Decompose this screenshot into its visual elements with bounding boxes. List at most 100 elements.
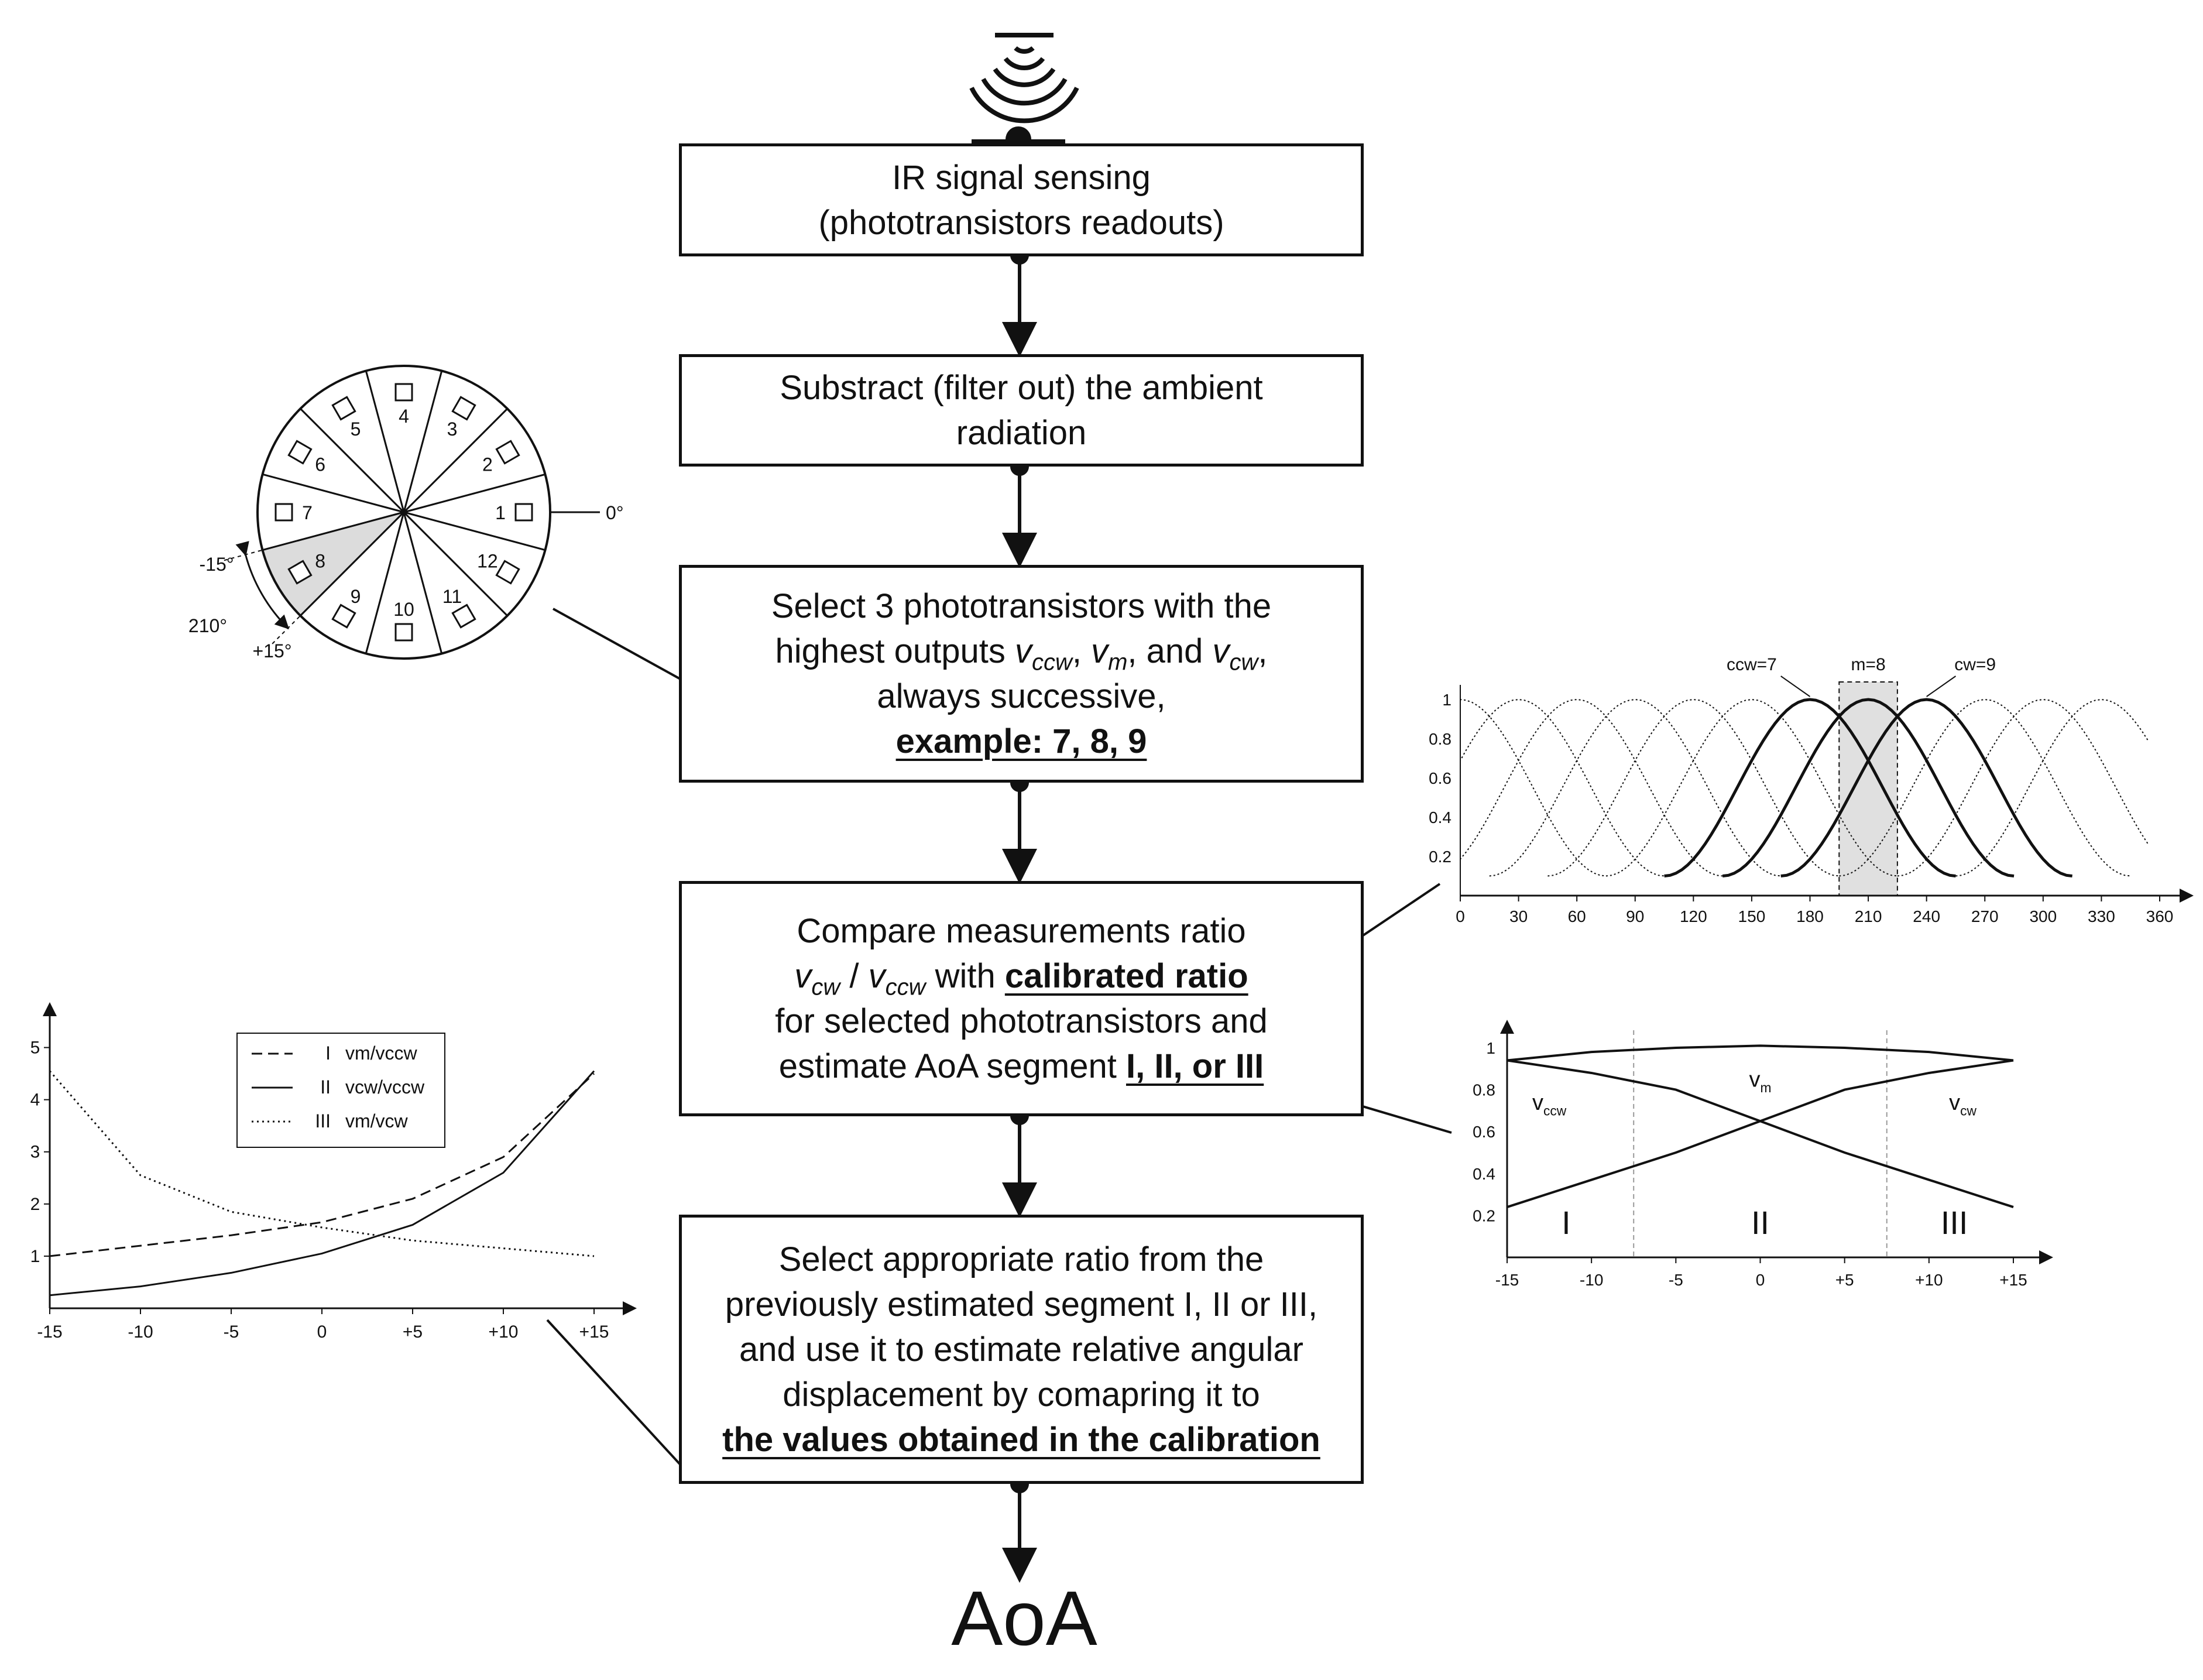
ccw-pointer	[1780, 676, 1811, 697]
step-select-phototransistors: Select 3 phototransistors with the highe…	[679, 565, 1364, 783]
phototransistor-icon	[331, 604, 356, 629]
y-tick-label: 0.6	[1473, 1123, 1495, 1141]
phototransistor-icon	[287, 560, 313, 585]
legend-box	[236, 1033, 445, 1148]
response-curve-150	[1605, 698, 1897, 877]
y-tick-label: 1	[30, 1247, 40, 1266]
x-tick-label: +10	[489, 1322, 519, 1342]
phototransistor-icon	[394, 623, 413, 642]
step-estimate-line1: Select appropriate ratio from the	[778, 1240, 1264, 1278]
y-tick-label: 0.8	[1429, 730, 1451, 748]
x-tick-label: -5	[224, 1322, 239, 1342]
sector-label-11: 11	[442, 586, 462, 607]
step-select-line1: Select 3 phototransistors with the	[771, 587, 1272, 625]
x-tick-label: 30	[1509, 907, 1528, 925]
y-tick-label: 1	[1486, 1039, 1495, 1057]
x-tick-label: 270	[1971, 907, 1999, 925]
legend-series-label: vcw/vccw	[345, 1076, 425, 1098]
x-tick-label: -15	[1495, 1271, 1519, 1289]
step-select-example: example: 7, 8, 9	[895, 722, 1147, 760]
x-tick-label: +10	[1915, 1271, 1943, 1289]
x-tick-label: +15	[579, 1322, 609, 1342]
phototransistor-icon	[331, 396, 356, 421]
sector-label-7: 7	[302, 502, 313, 523]
x-tick-label: +15	[1999, 1271, 2027, 1289]
x-tick-label: +5	[403, 1322, 423, 1342]
sector-label-8: 8	[315, 551, 325, 572]
y-tick-label: 0.2	[1473, 1206, 1495, 1225]
series-line-2	[49, 1070, 595, 1297]
step-filter-line1: Substract (filter out) the ambient	[780, 369, 1263, 407]
phototransistor-icon	[514, 503, 533, 522]
y-tick-label: 4	[30, 1091, 40, 1110]
y-tick-label: 0.8	[1473, 1081, 1495, 1099]
series-line-3	[49, 1070, 595, 1257]
legend-series-num: II	[320, 1076, 331, 1098]
step-estimate-displacement: Select appropriate ratio from the previo…	[679, 1215, 1364, 1484]
sector-label-1: 1	[495, 502, 506, 523]
plus-bound-line	[271, 512, 404, 645]
highlight-band	[1838, 681, 1898, 896]
angle-arc	[235, 541, 290, 630]
series-line-1	[49, 1072, 595, 1257]
y-tick-label: 0.4	[1473, 1165, 1495, 1183]
response-curve-330	[1955, 698, 2149, 877]
x-tick-label: 300	[2029, 907, 2057, 925]
x-tick-label: 330	[2088, 907, 2115, 925]
step-compare-line2: vcw / vccw with calibrated ratio	[794, 957, 1248, 1000]
step-ir-sensing-line1: IR signal sensing	[892, 158, 1151, 197]
phototransistor-icon	[495, 560, 520, 585]
legend-series-num: III	[315, 1110, 331, 1132]
phototransistor-icon	[394, 383, 413, 402]
segment-label-I: I	[1562, 1204, 1571, 1241]
vcw-label: vcw	[1949, 1091, 1976, 1119]
phototransistor-icon	[495, 440, 520, 465]
x-tick-label: 240	[1913, 907, 1940, 925]
response-curve-120	[1547, 698, 1840, 877]
y-tick-label: 3	[30, 1143, 40, 1162]
sector-label-12: 12	[477, 551, 498, 572]
x-tick-label: 0	[317, 1322, 327, 1342]
x-tick-label: 90	[1626, 907, 1644, 925]
step-compare-line4: estimate AoA segment I, II, or III	[778, 1047, 1264, 1085]
y-tick-label: 2	[30, 1195, 40, 1214]
plus-angle-label: +15°	[252, 640, 291, 661]
sector-label-9: 9	[351, 586, 361, 607]
segment-label-II: II	[1751, 1204, 1769, 1241]
step-select-line2: highest outputs vccw, vm, and vcw,	[775, 632, 1268, 676]
step-select-line3: always successive,	[877, 677, 1166, 715]
y-tick-label: 1	[1442, 691, 1451, 709]
step-estimate-line2: previously estimated segment I, II or II…	[725, 1285, 1318, 1324]
segment-label-III: III	[1941, 1204, 1968, 1241]
x-tick-label: -15	[37, 1322, 62, 1342]
legend-series-label: vm/vccw	[345, 1043, 418, 1064]
x-tick-label: -10	[128, 1322, 153, 1342]
step-estimate-line5: the values obtained in the calibration	[722, 1420, 1320, 1459]
x-tick-label: -10	[1580, 1271, 1603, 1289]
response-curve-90	[1489, 698, 1781, 877]
y-tick-label: 0.4	[1429, 808, 1451, 827]
step-estimate-line3: and use it to estimate relative angular	[739, 1330, 1303, 1369]
x-tick-label: 0	[1756, 1271, 1765, 1289]
zero-deg-label: 0°	[606, 502, 624, 523]
response-curve-180	[1664, 698, 1956, 877]
x-tick-label: 210	[1855, 907, 1882, 925]
sector-label-2: 2	[482, 454, 493, 475]
step-compare-ratio: Compare measurements ratio vcw / vccw wi…	[679, 881, 1364, 1116]
legend-series-num: I	[325, 1043, 331, 1064]
x-tick-label: 60	[1568, 907, 1586, 925]
step-filter-line2: radiation	[956, 414, 1087, 452]
aoa-output: AoA	[951, 1575, 1097, 1661]
x-tick-label: +5	[1835, 1271, 1854, 1289]
y-tick-label: 5	[30, 1038, 40, 1058]
ir-signal-icon	[969, 33, 1079, 124]
x-tick-label: 150	[1738, 907, 1766, 925]
x-tick-label: 0	[1456, 907, 1465, 925]
center-angle-label: 210°	[188, 615, 227, 636]
step-ir-sensing: IR signal sensing (phototransistors read…	[679, 143, 1364, 256]
